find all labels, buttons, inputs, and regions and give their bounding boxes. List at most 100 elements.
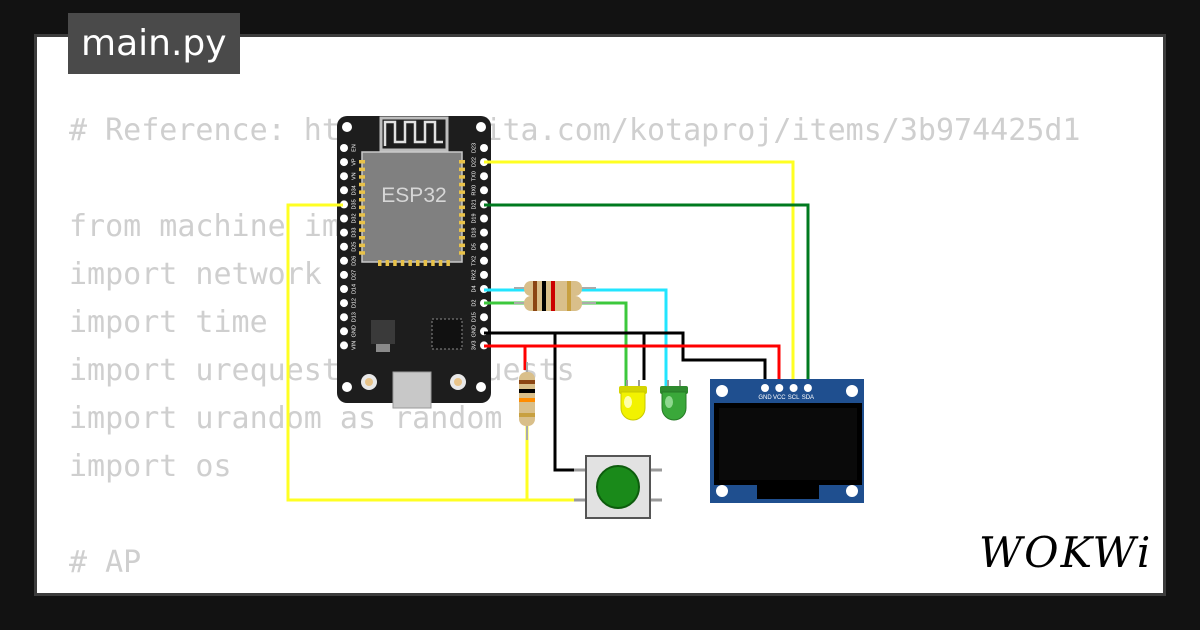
code-line: import time — [69, 305, 268, 340]
header-pin[interactable] — [340, 285, 348, 293]
led-highlight — [665, 396, 673, 408]
header-pin[interactable] — [340, 242, 348, 251]
oled-pin[interactable] — [761, 384, 769, 392]
header-pin[interactable] — [340, 270, 348, 279]
header-pin[interactable] — [480, 144, 488, 152]
resistor-band — [533, 296, 537, 311]
pin-label: D12 — [351, 298, 357, 308]
module-pad — [459, 220, 465, 225]
regulator-tab — [376, 344, 390, 352]
module-pad — [359, 198, 365, 202]
header-pin[interactable] — [480, 172, 488, 181]
module-pad — [459, 213, 465, 217]
module-pad — [459, 236, 465, 240]
header-pins-left — [340, 144, 348, 350]
module-pad — [459, 251, 465, 255]
module-pad — [359, 251, 365, 255]
header-pin[interactable] — [340, 172, 348, 181]
header-pin[interactable] — [480, 256, 488, 265]
module-pad — [359, 182, 365, 187]
chip-label: ESP32 — [381, 184, 446, 207]
resistor-band — [542, 281, 546, 296]
module-pad — [423, 260, 428, 266]
module-pad — [359, 236, 365, 240]
pin-labels-left: ENVPVND34D35D32D33D25D26D27D14D12D13GNDV… — [351, 144, 357, 350]
pin-label: GND — [351, 325, 357, 337]
header-pin[interactable] — [480, 313, 488, 322]
boot-button-cap — [454, 378, 462, 386]
oled-pin[interactable] — [775, 384, 784, 392]
pin-labels-right: D23D22TX0RX0D21D19D18D5TX2RX2D4D2D15GND3… — [471, 143, 477, 350]
header-pin[interactable] — [340, 327, 348, 336]
pin-label: D35 — [351, 199, 357, 209]
resistor-band — [519, 413, 535, 417]
header-pin[interactable] — [340, 186, 348, 195]
header-pin[interactable] — [340, 228, 348, 237]
header-pin[interactable] — [480, 228, 488, 237]
resistor-band — [567, 281, 571, 296]
esp32-board[interactable]: ESP32 ENVPVND34D35D32D33D25D26D27D14D12D… — [337, 116, 491, 409]
led-green[interactable] — [660, 380, 688, 421]
module-pad — [359, 243, 365, 248]
module-pad — [416, 260, 420, 266]
header-pin[interactable] — [340, 144, 348, 152]
header-pin[interactable] — [340, 341, 348, 350]
module-pad — [393, 260, 397, 266]
code-line: import urandom as random — [69, 401, 503, 436]
pin-label: D14 — [351, 284, 357, 294]
module-pad — [431, 260, 435, 266]
pin-label: D32 — [351, 213, 357, 223]
header-pin[interactable] — [340, 313, 348, 322]
pin-label: D2 — [471, 300, 477, 307]
oled-screen — [719, 408, 857, 480]
en-button-cap — [365, 378, 373, 386]
module-pad — [459, 167, 465, 172]
header-pin[interactable] — [340, 256, 348, 265]
pin-label: TX2 — [471, 256, 477, 266]
wire-scl-yellow — [484, 160, 795, 388]
antenna-trace — [383, 120, 443, 146]
resistor-band — [542, 296, 546, 311]
pin-label: VN — [351, 172, 357, 180]
module-pad — [459, 198, 465, 202]
module-pad — [359, 220, 365, 225]
file-tab[interactable]: main.py — [68, 13, 240, 74]
oled-mount-hole — [846, 385, 858, 397]
logo-text: WOKWi — [979, 528, 1150, 575]
resistor-band — [551, 296, 555, 311]
module-pad — [359, 228, 365, 232]
pin-label: TX0 — [471, 171, 477, 181]
pin-label: D33 — [351, 228, 357, 238]
resistor-band — [519, 389, 535, 393]
resistor-led-2[interactable] — [514, 296, 596, 311]
header-pin[interactable] — [340, 158, 348, 167]
header-pin[interactable] — [480, 186, 488, 195]
header-pin[interactable] — [340, 299, 348, 308]
antenna-outline — [379, 116, 449, 152]
header-pin[interactable] — [480, 270, 488, 279]
resistor-led-1[interactable] — [514, 281, 596, 296]
module-pad — [459, 182, 465, 187]
button-cap[interactable] — [596, 465, 640, 509]
pin-label: RX2 — [471, 270, 477, 281]
resistor-pull[interactable] — [519, 362, 535, 440]
module-pad — [459, 243, 465, 248]
header-pin[interactable] — [340, 214, 348, 223]
pin-label: D27 — [351, 270, 357, 280]
oled-pin[interactable] — [803, 384, 812, 392]
push-button[interactable] — [574, 455, 662, 519]
oled-pin-label: SCL — [788, 395, 800, 401]
resistor-band — [551, 281, 555, 296]
led-highlight — [624, 396, 632, 408]
led-yellow[interactable] — [619, 380, 647, 421]
oled-pin[interactable] — [789, 384, 798, 392]
header-pin[interactable] — [480, 242, 488, 251]
pin-label: D19 — [471, 213, 477, 223]
resistor-band — [519, 380, 535, 384]
module-pad — [359, 213, 365, 217]
module-pad — [408, 260, 412, 266]
header-pin[interactable] — [480, 214, 488, 223]
oled-mount-hole — [846, 485, 858, 497]
